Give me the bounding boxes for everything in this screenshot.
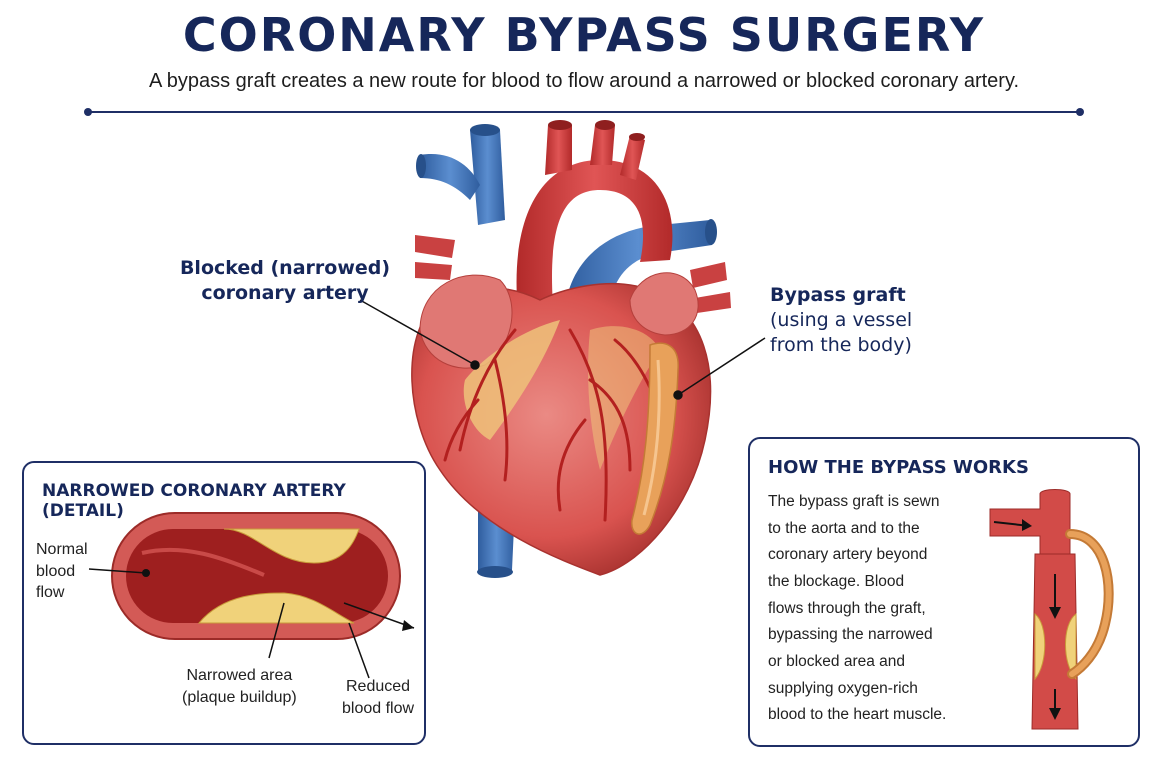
how-body-line-3: coronary artery beyond (768, 546, 928, 564)
narrowed-area-label: Narrowed area (plaque buildup) (182, 665, 297, 708)
divider-rule (84, 108, 1084, 116)
artery-cross-section (88, 512, 415, 679)
detail-panel-title: NARROWED CORONARY ARTERY (DETAIL) (42, 481, 346, 521)
narrowed-area-line-2: (plaque buildup) (182, 688, 297, 706)
reduced-flow-label: Reduced blood flow (342, 676, 414, 719)
normal-flow-label: Normal blood flow (36, 539, 88, 604)
normal-flow-line-2: blood (36, 562, 76, 580)
how-body-line-4: the blockage. Blood (768, 572, 905, 590)
bypass-graft-label-line-1: Bypass graft (770, 284, 906, 306)
bypass-graft-label-line-3: from the body) (770, 334, 912, 357)
bypass-graft-label-line-2: (using a vessel (770, 309, 913, 332)
how-body-line-8: supplying oxygen-rich (768, 679, 918, 697)
how-body-line-2: to the aorta and to the (768, 519, 920, 537)
leader-lines (359, 299, 766, 400)
detail-panel: NARROWED CORONARY ARTERY (DETAIL) Normal… (22, 461, 426, 745)
how-it-works-title: HOW THE BYPASS WORKS (768, 457, 1029, 478)
how-body-line-5: flows through the graft, (768, 599, 926, 617)
how-body-line-1: The bypass graft is sewn (768, 493, 940, 510)
how-it-works-body: The bypass graft is sewn to the aorta an… (768, 489, 978, 729)
reduced-flow-line-2: blood flow (342, 699, 415, 717)
normal-flow-line-1: Normal (36, 541, 88, 558)
blocked-artery-label-line-1: Blocked (narrowed) (179, 257, 391, 279)
bypass-graft (631, 342, 679, 535)
coronary-arteries (443, 328, 667, 522)
normal-flow-line-3: flow (36, 584, 65, 602)
aorta (516, 120, 673, 330)
blocked-artery-label: Blocked (narrowed) coronary artery (160, 256, 410, 306)
how-it-works-panel: HOW THE BYPASS WORKS The bypass graft is… (748, 437, 1140, 747)
reduced-flow-line-1: Reduced (346, 678, 411, 695)
bypass-graft-label: Bypass graft (using a vessel from the bo… (770, 283, 990, 358)
page-title: CORONARY BYPASS SURGERY (182, 8, 986, 62)
how-body-line-9: blood to the heart muscle. (768, 706, 947, 724)
narrowed-area-line-1: Narrowed area (186, 667, 293, 684)
how-body-line-7: or blocked area and (768, 652, 906, 670)
how-body-line-6: bypassing the narrowed (768, 626, 933, 644)
vena-cava (416, 124, 505, 225)
blocked-artery-label-line-2: coronary artery (201, 282, 369, 305)
page-subtitle: A bypass graft creates a new route for b… (148, 70, 1020, 92)
bypass-diagram (989, 489, 1114, 730)
